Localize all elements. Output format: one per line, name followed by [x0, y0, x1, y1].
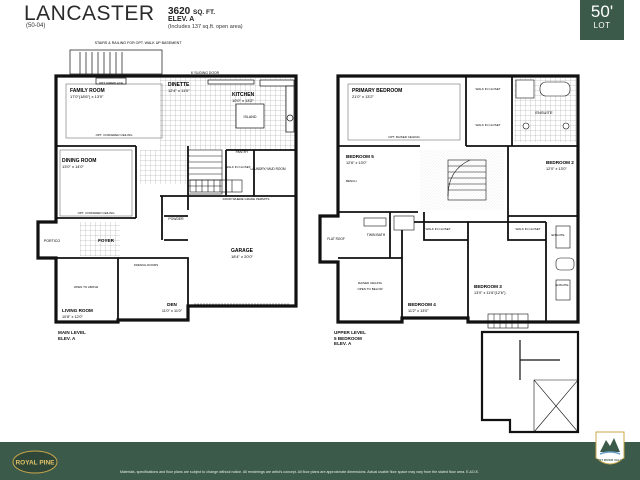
dinette-size: 12'4" x 11'0" [168, 88, 190, 93]
wic-label-3: WALK IN CLOSET [425, 227, 450, 231]
main-level-plan: STAIRS & RAILING FOR OPT. WALK UP BASEME… [36, 41, 298, 324]
main-level-elev: ELEV. A [58, 335, 76, 341]
brand-logo-text: ROYAL PINE [15, 460, 55, 467]
floor-plans: STAIRS & RAILING FOR OPT. WALK UP BASEME… [36, 41, 580, 434]
lot-size-badge: 50' LOT [580, 0, 624, 40]
upper-level-title: UPPER LEVEL [334, 330, 366, 335]
disclaimer-text: Materials, specifications and floor plan… [120, 470, 480, 474]
flat-roof-label: FLAT ROOF [327, 237, 345, 241]
walkup-stairs [69, 49, 163, 75]
seal-text: WEST RIVER VALLEY [594, 458, 625, 462]
note-coffered-family: OPT. COFFERED CEILING [96, 133, 134, 137]
dinette-label: DINETTE [168, 82, 190, 88]
laundry-label: LAUNDRY/ MUD ROOM [250, 167, 285, 171]
open-below-label: OPEN TO BELOW [357, 287, 382, 291]
primary-bedroom-size: 21'0" x 13'2" [352, 94, 375, 99]
main-level-title: MAIN LEVEL [58, 330, 86, 335]
model-code: (50-04) [26, 23, 46, 29]
bedroom-3-label: BEDROOM 3 [474, 284, 502, 289]
main-wic-label: WALK IN CLOSET [225, 165, 250, 169]
garage-label: GARAGE [231, 248, 254, 254]
foyer-label: FOYER [98, 238, 115, 243]
primary-raised-ceiling [347, 83, 461, 141]
bedroom-5-label: BEDROOM 5 [346, 154, 374, 159]
elevation-label: ELEV. A [168, 16, 195, 23]
wic-label-4: WALK IN CLOSET [515, 227, 540, 231]
portico-label: PORTICO [44, 239, 61, 243]
garage-size: 18'4" x 20'0" [231, 254, 254, 259]
kitchen-tile [160, 78, 296, 150]
lot-size: 50' [590, 2, 614, 21]
fireplace-icon [95, 77, 127, 85]
ensuite-label: ENSUITE [535, 110, 553, 115]
upper-hall [420, 150, 504, 210]
upper-level-plan: PRIMARY BEDROOM 21'0" x 13'2" OPT. RAISE… [318, 74, 580, 324]
sqft-number: 3620 [168, 6, 191, 17]
den-label: DEN [167, 302, 177, 307]
note-open-above: OPEN TO ABOVE [74, 285, 98, 289]
wic-label-2: WALK IN CLOSET [475, 123, 500, 127]
bedroom-5-size: 12'6" x 13'0" [346, 161, 367, 165]
wic-label-1: WALK IN CLOSET [475, 87, 500, 91]
ensuite-2-label: ENSUITE [551, 233, 564, 237]
den-size: 11'0" x 11'0" [162, 309, 183, 313]
note-door-grade: DOOR WHERE GRADE PERMITS [223, 197, 270, 201]
dining-room-size: 13'0" x 14'0" [62, 164, 85, 169]
hall-tile [140, 150, 190, 184]
upper-stairs [447, 159, 487, 201]
bedroom-4-size: 11'2" x 13'0" [408, 309, 429, 313]
note-raised-ceiling: OPT. RAISED CEILING [388, 135, 420, 139]
bath-fixtures [363, 79, 575, 301]
note-stairs-railing: STAIRS & RAILING FOR OPT. WALK UP BASEME… [95, 41, 183, 45]
upper-level-elev: ELEV. A [334, 341, 352, 347]
upper-interior-walls [338, 76, 578, 322]
family-room-size: 17'0"(18'6") x 13'0" [70, 94, 104, 99]
note-coffered-dining: OPT. COFFERED CEILING [78, 211, 116, 215]
note-french-doors: FRENCH DOORS [134, 263, 158, 267]
royal-pine-logo: ROYAL PINE [12, 450, 58, 474]
family-room-label: FAMILY ROOM [70, 88, 105, 94]
primary-bedroom-label: PRIMARY BEDROOM [352, 88, 402, 94]
note-sliding-door: 6' SLIDING DOOR [191, 71, 220, 75]
main-stairs [187, 149, 243, 195]
bedroom-4-label: BEDROOM 4 [408, 302, 436, 307]
living-room-label: LIVING ROOM [62, 308, 93, 313]
main-level-label: MAIN LEVEL ELEV. A [58, 330, 86, 341]
dining-room-label: DINING ROOM [62, 158, 96, 164]
model-name: LANCASTER [24, 2, 155, 25]
optional-plan [480, 313, 580, 434]
pantry-label: PANTRY [236, 150, 250, 154]
twin-bath-label: TWIN BATH [367, 233, 386, 237]
upper-level-bedrooms: 5 BEDROOM [334, 335, 362, 341]
note-fireplace: OPT. FIREPLACE [99, 81, 123, 85]
powder-label: POWDER [168, 217, 184, 221]
kitchen-cabinetry [207, 79, 295, 133]
bedroom-3-size: 13'0" x 11'6"(12'6") [474, 291, 506, 295]
bedroom-2-size: 12'0" x 13'0" [546, 167, 567, 171]
lot-label: LOT [593, 21, 611, 30]
note-raised-ceiling-2: RAISED CEILING [358, 281, 383, 285]
foyer-tile [80, 222, 120, 256]
bedroom-2-label: BEDROOM 2 [546, 160, 574, 165]
dining-room-coffered [59, 149, 133, 217]
kitchen-label: KITCHEN [232, 92, 255, 98]
footer-bar [0, 442, 640, 480]
upper-level-label: UPPER LEVEL 5 BEDROOM ELEV. A [334, 330, 366, 347]
sqft-unit: SQ. FT. [193, 9, 216, 16]
open-area-note: (Includes 137 sq.ft. open area) [168, 24, 243, 30]
kitchen-size: 10'0" x 13'2" [232, 98, 255, 103]
community-seal-logo: WEST RIVER VALLEY [594, 431, 626, 465]
square-footage: 3620 SQ. FT. [168, 6, 215, 17]
ensuite-3-label: ENSUITE [555, 283, 568, 287]
living-room-size: 10'8" x 12'0" [62, 315, 83, 319]
island-label: ISLAND [244, 115, 257, 119]
note-bench: BENCH [346, 179, 357, 183]
